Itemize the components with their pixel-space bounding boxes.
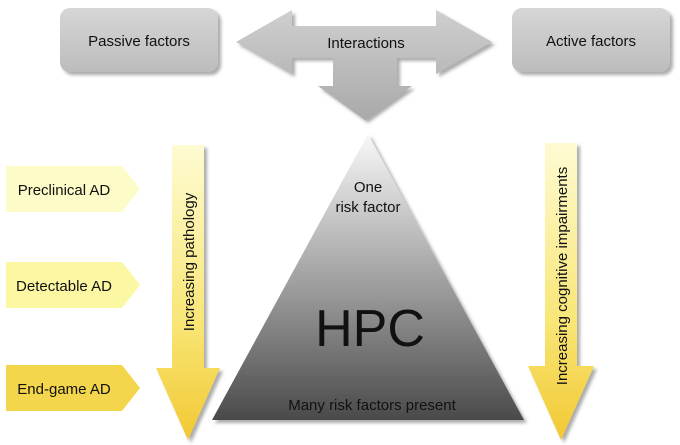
hpc-triangle: One risk factor HPC Many risk factors pr… — [212, 134, 524, 420]
interactions-arrow: Interactions — [236, 10, 492, 120]
triangle-top-label-line2: risk factor — [335, 199, 400, 216]
active-factors-box: Active factors — [512, 8, 670, 72]
stage-end-game: End-game AD — [6, 365, 140, 411]
active-factors-label: Active factors — [546, 33, 636, 50]
increasing-pathology-label: Increasing pathology — [181, 192, 198, 331]
interactions-label: Interactions — [327, 35, 405, 52]
triangle-top-label-line1: One — [354, 179, 382, 196]
passive-factors-box: Passive factors — [60, 8, 218, 72]
stage-preclinical-label: Preclinical AD — [18, 182, 111, 199]
passive-factors-label: Passive factors — [88, 33, 190, 50]
stage-preclinical: Preclinical AD — [6, 166, 140, 212]
hpc-label: HPC — [315, 300, 425, 358]
stage-end-game-label: End-game AD — [17, 381, 111, 398]
increasing-cognitive-impairments-arrow: Increasing cognitive impairments — [528, 143, 594, 440]
increasing-cognitive-impairments-label: Increasing cognitive impairments — [554, 167, 571, 385]
stage-detectable: Detectable AD — [6, 262, 140, 308]
stage-detectable-label: Detectable AD — [16, 278, 112, 295]
triangle-bottom-label: Many risk factors present — [288, 397, 456, 414]
increasing-pathology-arrow: Increasing pathology — [156, 145, 220, 440]
